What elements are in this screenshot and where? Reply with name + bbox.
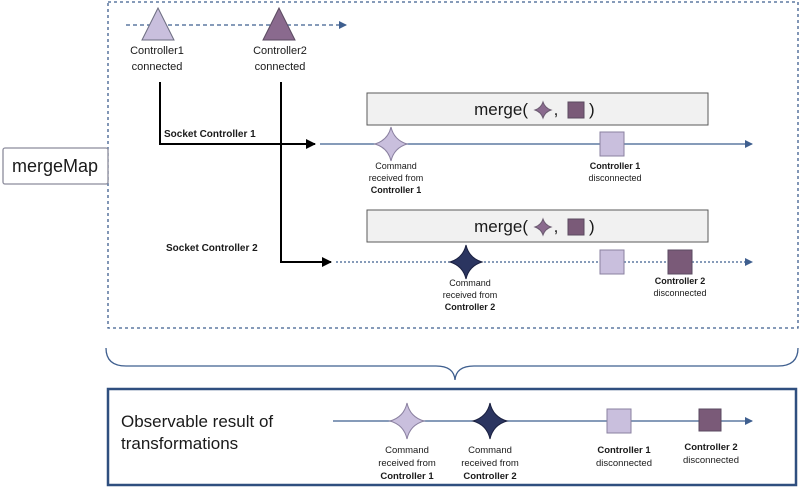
command-1-line1: Command: [375, 161, 417, 171]
result-command-1-marble: [388, 402, 426, 440]
result-controller-2-disconnected-marble: [698, 408, 722, 432]
result-command-2-marble: [471, 402, 509, 440]
controller-1-disconnected-line1: Controller 1: [590, 161, 641, 171]
merge-formula-1-cross-icon: [533, 100, 553, 120]
result-event-3-line1: Controller 1: [597, 445, 651, 456]
command-1-line2: received from: [369, 173, 424, 183]
result-event-1-line1: Command: [385, 445, 429, 456]
result-title-line2: transformations: [121, 434, 238, 453]
controller2-connected-line1: Controller2: [253, 45, 307, 57]
socket-controller-2-label: Socket Controller 2: [166, 243, 258, 254]
result-box: [106, 387, 798, 487]
result-event-2-line3: Controller 2: [463, 471, 516, 482]
controller-1-disconnected-line2: disconnected: [588, 173, 641, 183]
merge-formula-1-separator: ,: [554, 100, 559, 119]
controller2-connected-line2: connected: [255, 61, 306, 73]
merge-formula-2-separator: ,: [554, 217, 559, 236]
result-event-2-line2: received from: [461, 458, 519, 469]
controller1-connected-marble: [141, 6, 175, 41]
controller2-connected-marble: [262, 6, 296, 41]
socket-controller-2-connector: [280, 82, 332, 267]
result-event-4-line2: disconnected: [683, 455, 739, 466]
merge-formula-2-cross-icon: [533, 217, 553, 237]
result-title-line1: Observable result of: [121, 412, 273, 431]
merge-formula-2-suffix: ): [589, 217, 595, 236]
socket-controller-1-connector: [159, 82, 316, 149]
result-event-1-line2: received from: [378, 458, 436, 469]
result-event-3-line2: disconnected: [596, 458, 652, 469]
mergemap-label: mergeMap: [12, 156, 98, 176]
merge-formula-1-prefix: merge(: [474, 100, 528, 119]
result-event-2-line1: Command: [468, 445, 512, 456]
controller1-connected-line2: connected: [132, 61, 183, 73]
command-2-line3: Controller 2: [445, 302, 496, 312]
result-event-4-line1: Controller 2: [684, 442, 737, 453]
controller-2-disconnected-line1: Controller 2: [655, 276, 706, 286]
mergemap-label-box: [2, 147, 109, 185]
result-event-1-line3: Controller 1: [380, 471, 434, 482]
command-1-line3: Controller 1: [371, 185, 422, 195]
merge-formula-1-suffix: ): [589, 100, 595, 119]
controller-2-disconnected-marble: [667, 249, 693, 275]
result-controller-1-disconnected-marble: [606, 408, 632, 434]
summary-brace: [105, 347, 799, 381]
controller-1-disconnected-marble: [599, 131, 625, 157]
command-2-line2: received from: [443, 290, 498, 300]
socket-controller-1-label: Socket Controller 1: [164, 129, 256, 140]
merge-formula-1-square-icon: [567, 101, 585, 119]
command-2-line1: Command: [449, 278, 491, 288]
controller-2-disconnected-line2: disconnected: [653, 288, 706, 298]
command-2-marble: [448, 244, 484, 280]
controller1-connected-line1: Controller1: [130, 45, 184, 57]
merge-formula-2-prefix: merge(: [474, 217, 528, 236]
command-1-marble: [373, 126, 409, 162]
controller-1-echo-marble: [599, 249, 625, 275]
merge-formula-2-square-icon: [567, 218, 585, 236]
